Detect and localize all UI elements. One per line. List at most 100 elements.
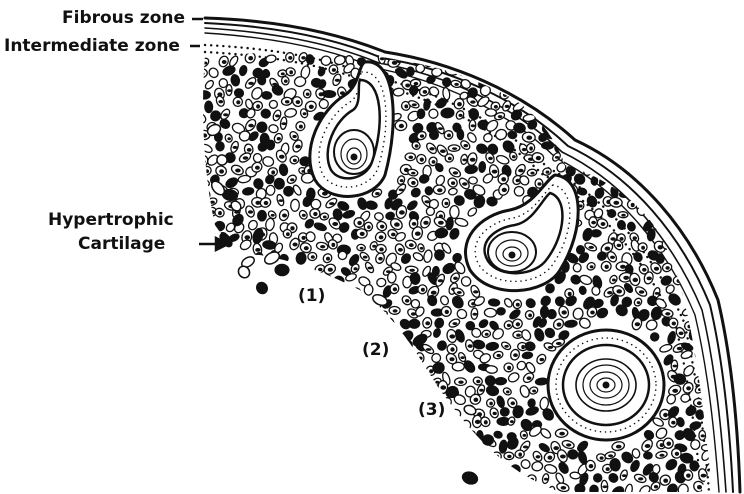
cell-nucleus bbox=[516, 179, 520, 183]
cell bbox=[711, 100, 726, 113]
cell bbox=[692, 66, 706, 80]
marker-2: (2) bbox=[362, 340, 389, 360]
cell bbox=[339, 415, 354, 429]
cell-nucleus bbox=[293, 243, 298, 247]
cell bbox=[320, 471, 334, 482]
cell bbox=[624, 483, 634, 494]
cell bbox=[292, 470, 305, 480]
cell bbox=[450, 206, 459, 219]
cell bbox=[272, 353, 283, 362]
cell-nucleus bbox=[633, 114, 638, 117]
cell bbox=[216, 385, 229, 398]
cell bbox=[413, 428, 425, 441]
cell-nucleus bbox=[266, 353, 271, 356]
cell-nucleus bbox=[211, 475, 215, 478]
cell-nucleus bbox=[709, 336, 715, 339]
cell bbox=[277, 409, 289, 420]
cell bbox=[317, 66, 326, 76]
cell-nucleus bbox=[340, 412, 345, 416]
cell-nucleus bbox=[591, 72, 597, 76]
cell-nucleus bbox=[642, 268, 646, 272]
cell-nucleus bbox=[279, 155, 285, 159]
cell bbox=[285, 275, 296, 286]
cell bbox=[359, 315, 375, 329]
cell bbox=[192, 110, 208, 125]
cell-nucleus bbox=[299, 125, 303, 129]
cell-nucleus bbox=[528, 314, 532, 318]
cell bbox=[733, 327, 744, 338]
cell bbox=[263, 309, 271, 320]
cell bbox=[591, 230, 602, 238]
cell bbox=[718, 285, 730, 298]
cell bbox=[740, 164, 744, 173]
cell bbox=[327, 307, 337, 320]
cell bbox=[450, 454, 461, 464]
cell bbox=[634, 75, 644, 84]
cell-nucleus bbox=[380, 225, 384, 229]
cell-nucleus bbox=[458, 447, 463, 450]
cell bbox=[408, 359, 421, 373]
cell-nucleus bbox=[342, 335, 347, 338]
cell bbox=[338, 434, 353, 449]
cell-nucleus bbox=[377, 389, 383, 392]
cell bbox=[465, 165, 478, 174]
cell bbox=[498, 482, 510, 494]
cell-nucleus bbox=[735, 111, 739, 115]
cell bbox=[218, 318, 231, 327]
cell-nucleus bbox=[589, 464, 594, 468]
cell bbox=[733, 243, 742, 253]
cell bbox=[343, 375, 354, 385]
cell-nucleus bbox=[516, 322, 520, 326]
cell bbox=[366, 438, 376, 447]
cell-nucleus bbox=[685, 82, 690, 86]
cell-nucleus bbox=[230, 392, 234, 395]
cell-nucleus bbox=[411, 181, 416, 185]
cell-nucleus bbox=[406, 487, 410, 490]
cell-nucleus bbox=[484, 420, 488, 424]
cell-nucleus bbox=[734, 313, 738, 316]
cell bbox=[381, 457, 393, 471]
cell bbox=[683, 142, 695, 154]
cell-nucleus bbox=[425, 321, 430, 325]
cell-nucleus bbox=[449, 334, 455, 338]
cell bbox=[709, 450, 715, 460]
cell-nucleus bbox=[413, 411, 417, 415]
cell-nucleus bbox=[281, 122, 287, 125]
cell bbox=[323, 341, 335, 353]
cell bbox=[306, 405, 317, 415]
cell bbox=[632, 251, 643, 263]
cell bbox=[250, 408, 264, 421]
cell bbox=[241, 398, 249, 408]
cell-nucleus bbox=[688, 169, 693, 172]
cell bbox=[665, 132, 675, 143]
cell bbox=[238, 285, 252, 299]
cell bbox=[723, 410, 734, 420]
cell bbox=[312, 414, 325, 429]
cell-nucleus bbox=[697, 401, 702, 405]
cell-nucleus bbox=[205, 387, 209, 390]
cell bbox=[219, 462, 231, 473]
cell-nucleus bbox=[320, 398, 325, 401]
cell-nucleus bbox=[620, 265, 626, 269]
cell bbox=[737, 342, 744, 353]
cell-nucleus bbox=[630, 69, 635, 73]
cell bbox=[449, 54, 459, 64]
cell-nucleus bbox=[700, 192, 705, 195]
cell bbox=[716, 108, 728, 120]
cell bbox=[654, 178, 668, 186]
cell-nucleus bbox=[332, 222, 338, 226]
cell bbox=[265, 438, 276, 448]
cell bbox=[439, 295, 450, 306]
cell-nucleus bbox=[421, 488, 426, 491]
cell-nucleus bbox=[281, 333, 286, 337]
cell bbox=[408, 387, 419, 398]
cell bbox=[667, 76, 679, 86]
cell-nucleus bbox=[271, 299, 275, 303]
cell bbox=[377, 310, 388, 320]
cell-nucleus bbox=[325, 412, 330, 415]
cell bbox=[244, 373, 258, 387]
cell-nucleus bbox=[623, 276, 629, 280]
cell bbox=[518, 56, 527, 64]
cell-nucleus bbox=[609, 78, 613, 81]
cell bbox=[313, 370, 326, 383]
